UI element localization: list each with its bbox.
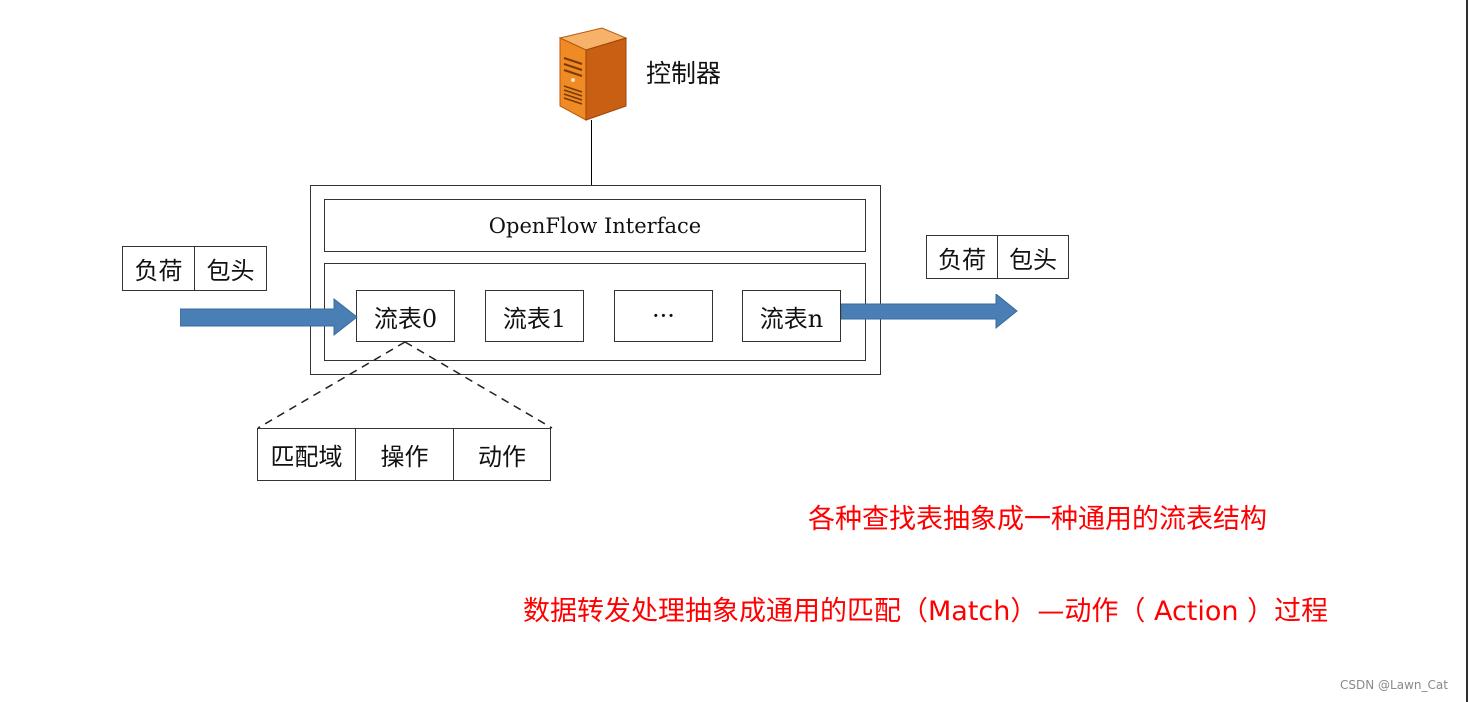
packet-payload-field: 负荷: [134, 257, 183, 285]
incoming-packet: 负荷 包头: [122, 246, 267, 291]
openflow-interface: OpenFlow Interface: [324, 199, 866, 252]
controller-link-line: [591, 120, 592, 185]
packet-header-field: 包头: [997, 236, 1068, 278]
packet-header-field: 包头: [194, 247, 266, 290]
note-match-action-abstraction: 数据转发处理抽象成通用的匹配（Match）—动作（ Action ）过程: [523, 596, 1329, 627]
zoom-dashed-lines: [257, 341, 553, 429]
flow-table-1: 流表1: [485, 290, 584, 342]
inbound-arrow: [180, 298, 358, 337]
flow-entry-action: 动作: [453, 428, 551, 481]
note-flow-table-abstraction: 各种查找表抽象成一种通用的流表结构: [808, 504, 1267, 535]
outbound-arrow: [841, 294, 1018, 330]
controller-label: 控制器: [646, 59, 722, 88]
flow-entry-operation: 操作: [355, 428, 454, 481]
flow-entry-match-field: 匹配域: [257, 428, 356, 481]
flow-table-0: 流表0: [356, 290, 455, 342]
flow-table-ellipsis: ···: [614, 290, 713, 342]
page-edge-rule: [1466, 0, 1468, 702]
server-icon: [558, 27, 628, 121]
packet-payload-field: 负荷: [938, 245, 986, 274]
flow-table-n: 流表n: [742, 290, 841, 342]
watermark-credit: CSDN @Lawn_Cat: [1340, 678, 1448, 692]
outgoing-packet: 负荷 包头: [926, 235, 1069, 279]
